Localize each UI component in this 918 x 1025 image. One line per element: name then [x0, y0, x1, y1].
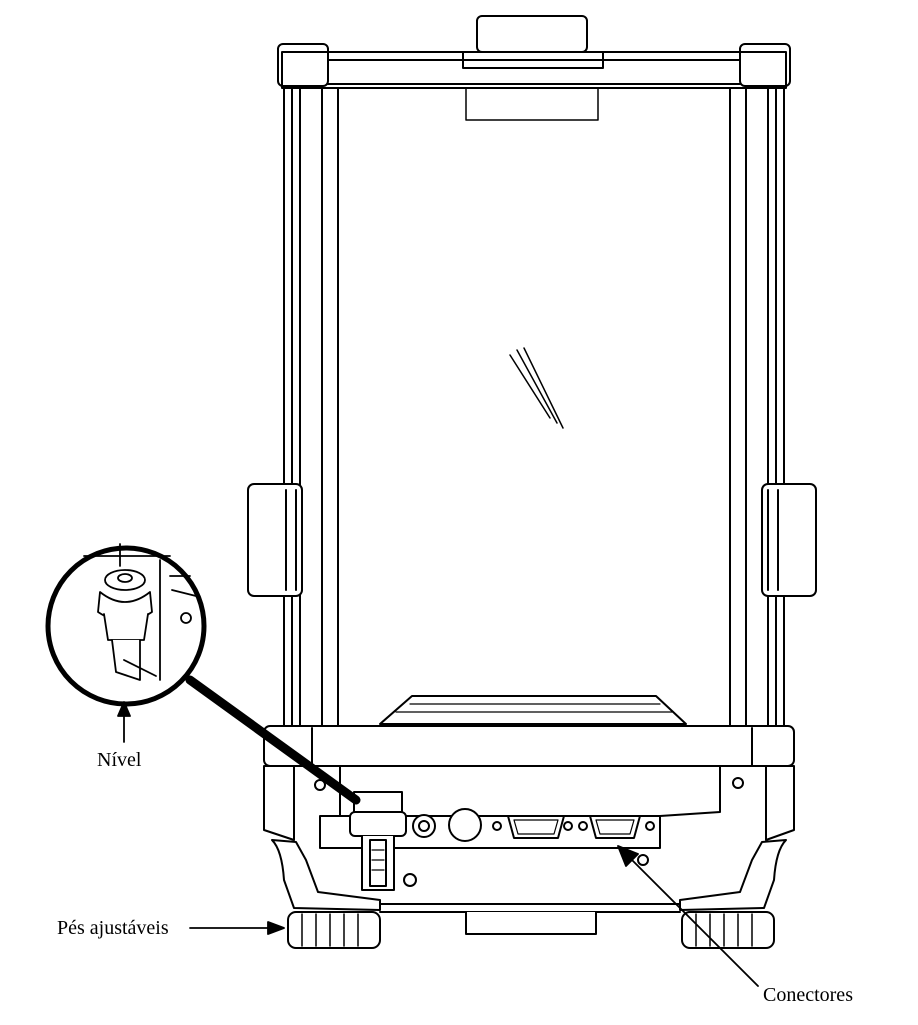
- conectores-arrowhead: [617, 845, 639, 867]
- top-handle: [462, 15, 604, 121]
- adjustable-feet: [287, 911, 775, 949]
- label-nivel: Nível: [97, 749, 142, 771]
- side-handles: [247, 483, 817, 597]
- pes-arrowhead: [267, 921, 285, 935]
- weighing-pan: [379, 695, 687, 725]
- label-conectores: Conectores: [763, 984, 853, 1006]
- top-frame: [277, 43, 791, 89]
- level-bubble-assembly: [349, 791, 417, 891]
- balance-base: [263, 725, 795, 849]
- leg-supports: [271, 839, 787, 935]
- glass-shield: [283, 87, 785, 729]
- level-detail-magnifier: [45, 543, 361, 805]
- connector-panel: [412, 808, 655, 866]
- nivel-arrowhead: [117, 701, 131, 717]
- conectores-arrow-line: [623, 851, 759, 987]
- callout-arrows: [117, 701, 759, 987]
- label-pes-ajustaveis: Pés ajustáveis: [57, 917, 169, 939]
